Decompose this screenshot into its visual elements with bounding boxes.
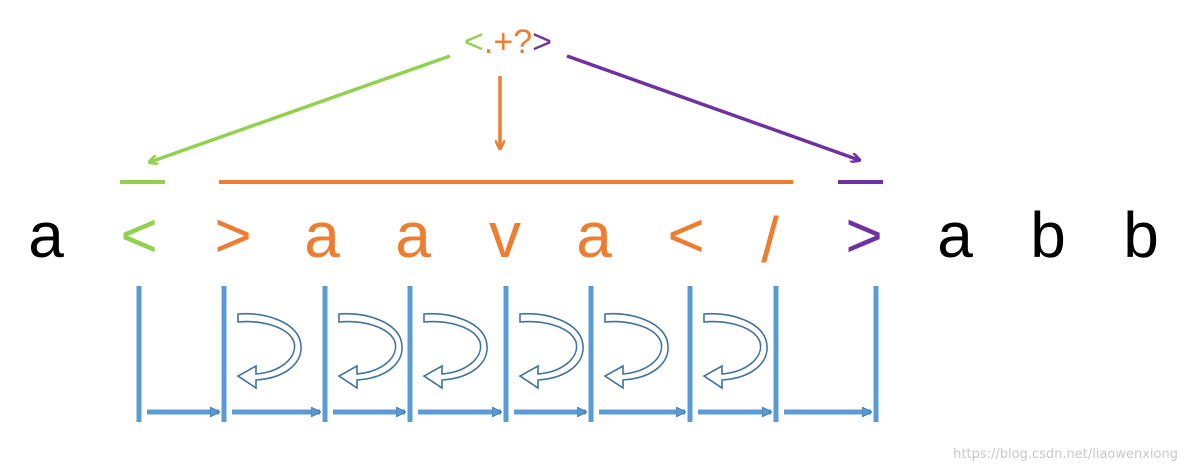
input-char-4: a <box>395 199 431 271</box>
input-char-0: a <box>28 199 64 271</box>
regex-pattern: <.+?> <box>464 23 552 61</box>
input-char-12: b <box>1123 199 1159 271</box>
backtrack-loop-icon-4 <box>518 312 584 390</box>
close-token-arrow <box>566 54 859 160</box>
input-char-5: v <box>489 199 521 271</box>
backtrack-loop-icon-3 <box>422 312 488 390</box>
input-char-7: < <box>667 199 704 271</box>
input-char-11: b <box>1030 199 1066 271</box>
matching-steps <box>136 286 879 422</box>
input-char-1: < <box>120 199 157 271</box>
input-char-9: > <box>845 199 882 271</box>
input-char-3: a <box>304 199 340 271</box>
pattern-body: .+? <box>484 23 532 61</box>
open-token-arrow <box>150 54 451 162</box>
backtrack-loop-icon-2 <box>337 312 403 390</box>
backtrack-loop-icon-1 <box>236 312 302 390</box>
input-char-8: / <box>761 204 779 276</box>
watermark: https://blog.csdn.net/liaowenxiong <box>953 447 1178 462</box>
pattern-close: > <box>532 23 552 61</box>
backtrack-loop-icon-6 <box>702 312 768 390</box>
input-char-10: a <box>937 199 973 271</box>
backtrack-loop-icon-5 <box>603 312 669 390</box>
input-char-2: > <box>214 199 251 271</box>
input-char-6: a <box>576 199 612 271</box>
pattern-open: < <box>464 23 484 61</box>
